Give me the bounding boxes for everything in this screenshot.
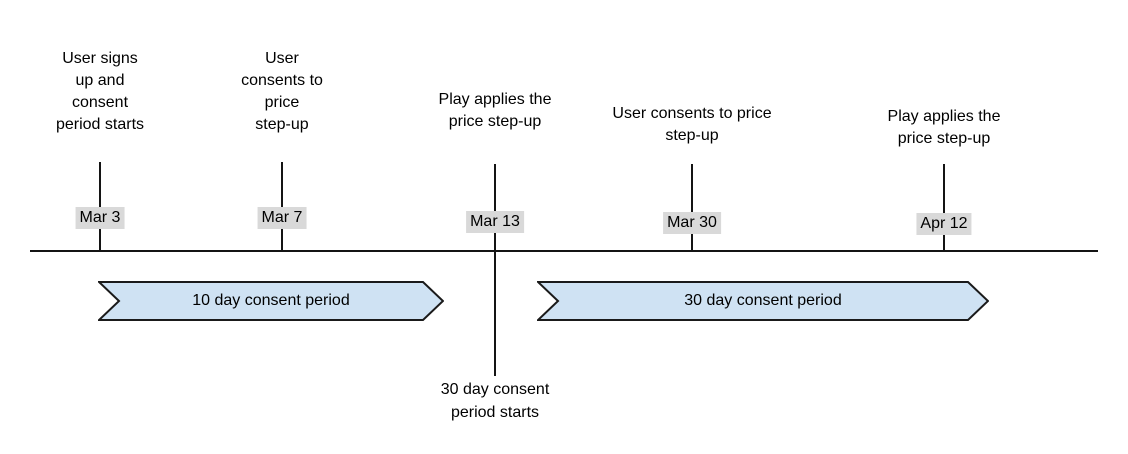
event-label-first-consent: User consents to price step-up (241, 50, 323, 133)
event-date-badge: Apr 12 (916, 213, 972, 235)
event-tick (691, 164, 693, 250)
event-date-badge: Mar 7 (257, 207, 307, 229)
event-tick (99, 162, 101, 250)
event-date-badge: Mar 3 (75, 207, 125, 229)
banner-arrow-shape (98, 281, 444, 321)
timeline-axis (30, 250, 1098, 252)
event-date-badge: Mar 30 (663, 212, 721, 234)
event-tick (943, 164, 945, 250)
event-label-signup: User signs up and consent period starts (55, 50, 145, 133)
event-tick (494, 164, 496, 376)
period-label-30day: 30 day consent period (684, 292, 842, 309)
event-label-second-consent: User consents to price step-up (612, 105, 772, 144)
consent-period-banner-30day: 30 day consent period (537, 281, 989, 321)
event-label-first-stepup: Play applies the price step-up (438, 91, 552, 130)
consent-period-banner-10day: 10 day consent period (98, 281, 444, 321)
event-label-second-stepup: Play applies the price step-up (887, 108, 1001, 147)
annotation-30day-period-start: 30 day consent period starts (440, 381, 550, 421)
event-tick (281, 162, 283, 250)
period-label-10day: 10 day consent period (192, 292, 350, 309)
banner-arrow-shape (537, 281, 989, 321)
event-date-badge: Mar 13 (466, 211, 524, 233)
